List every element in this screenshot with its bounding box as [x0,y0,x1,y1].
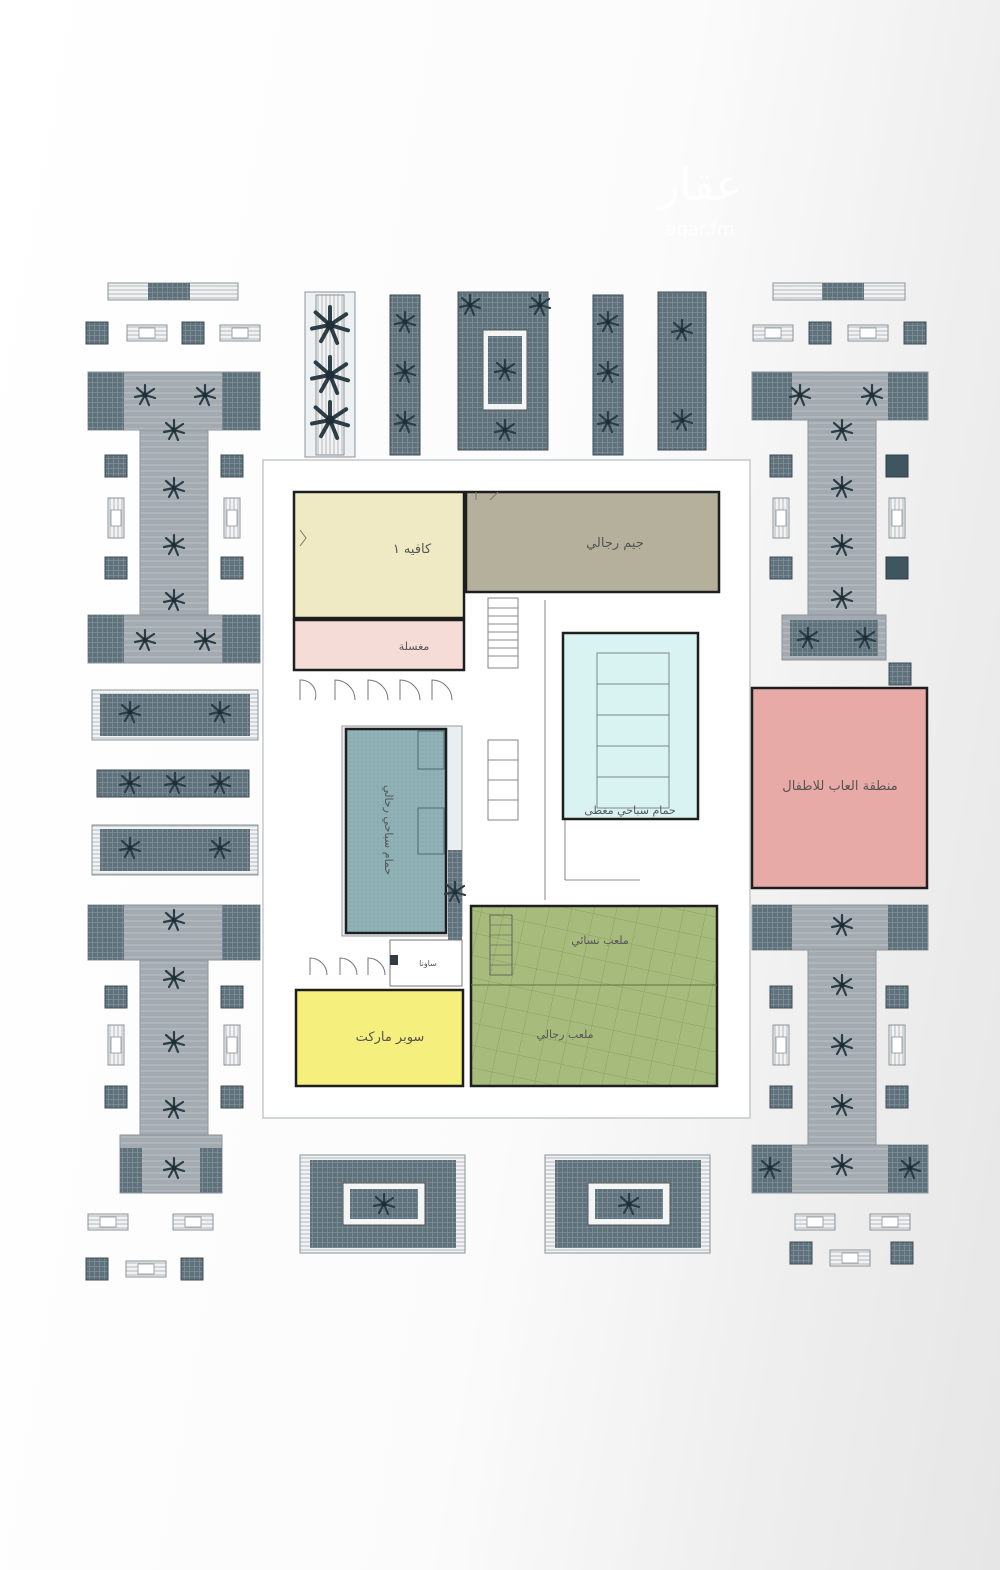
left-lower-walkway [87,904,261,1194]
door-swings-upper [299,491,499,701]
womens-court-label: ملعب نسائي [571,934,629,947]
laundry-area [292,618,466,672]
room-cafe: كافيه ١ [292,490,466,620]
top-planter-strip-1 [389,294,421,456]
cafe-area [292,490,466,620]
indoor-pool-label: حمام سباحي مغطى [584,804,676,817]
bottom-right-benches [789,1213,914,1267]
kids-area-label: منطقة العاب للاطفال [782,779,897,794]
mens-court-label: ملعب رجالي [536,1028,593,1041]
kids-area [750,686,929,890]
gym-label: جيم رجالي [586,536,644,551]
top-planter-strip-3 [657,291,707,451]
right-lower-walkway [751,904,929,1194]
room-mens-pool: حمام سباحي رجالي [341,725,467,940]
sauna-label: ساونا [419,959,437,968]
right-upper-walkway [751,371,929,686]
room-gym: جيم رجالي [464,490,721,594]
room-indoor-pool: حمام سباحي مغطى [561,631,700,821]
left-upper-walkway [87,371,261,664]
room-laundry: مغسلة [292,618,466,672]
supermarket-area [294,988,465,1088]
room-courts: ملعب نسائي ملعب رجالي [469,904,719,1088]
room-supermarket: سوبر ماركت [294,988,465,1088]
stair-core [487,597,640,900]
room-sauna: ساونا [389,939,463,987]
courts-area [469,904,719,1088]
top-central-planter [457,291,552,451]
bottom-left-benches [85,1213,214,1281]
bottom-planter-right [544,1154,711,1254]
mens-pool-area [344,727,448,935]
watermark-url: aqar.fm [666,219,735,240]
door-swings-lower [309,957,386,976]
laundry-label: مغسلة [399,640,430,653]
supermarket-label: سوبر ماركت [356,1030,425,1045]
top-planter-strip-2 [592,294,624,456]
sauna-area [389,939,463,987]
top-palm-strip-left [304,291,356,458]
bottom-planter-left [299,1154,466,1254]
indoor-pool-area [561,631,700,821]
cafe-label: كافيه ١ [393,542,432,557]
top-right-bench-group [752,282,927,345]
left-middle-planters [91,689,259,876]
gym-area [464,490,721,594]
watermark-logo: عقار [656,160,741,211]
mens-pool-label: حمام سباحي رجالي [382,785,395,875]
top-left-bench-group [85,282,261,345]
room-kids-area: منطقة العاب للاطفال [750,686,929,890]
